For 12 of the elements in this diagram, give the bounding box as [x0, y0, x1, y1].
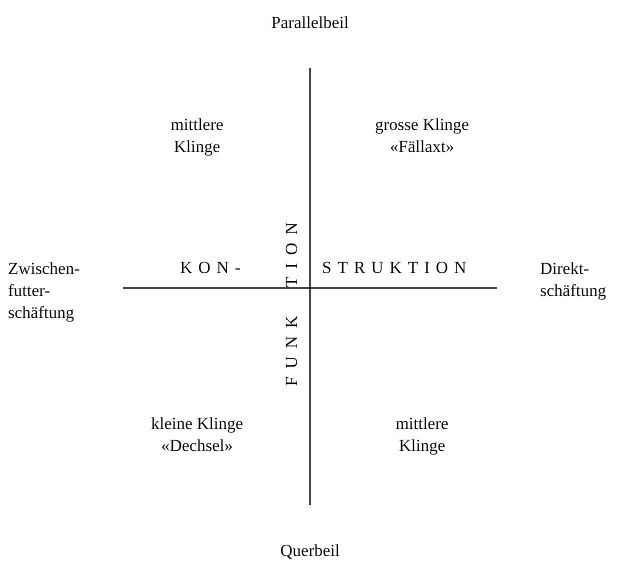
- quadrant-label: mittlere Klinge: [170, 114, 224, 158]
- axis-title: TION: [281, 213, 302, 287]
- axis-title: Querbeil: [279, 540, 341, 562]
- axis-title: FUNK: [281, 310, 302, 386]
- quadrant-label: mittlere Klinge: [394, 413, 450, 457]
- axis-title: Parallelbeil: [270, 12, 350, 34]
- axis-title: KON-: [180, 257, 248, 279]
- quadrant-label: grosse Klinge «Fällaxt»: [374, 114, 470, 158]
- axis-title: STRUKTION: [322, 257, 474, 279]
- axis-title: Zwischen- futter- schäftung: [8, 258, 81, 324]
- axis-title: Direkt- schäftung: [540, 258, 608, 302]
- quadrant-label: kleine Klinge «Dechsel»: [150, 413, 244, 457]
